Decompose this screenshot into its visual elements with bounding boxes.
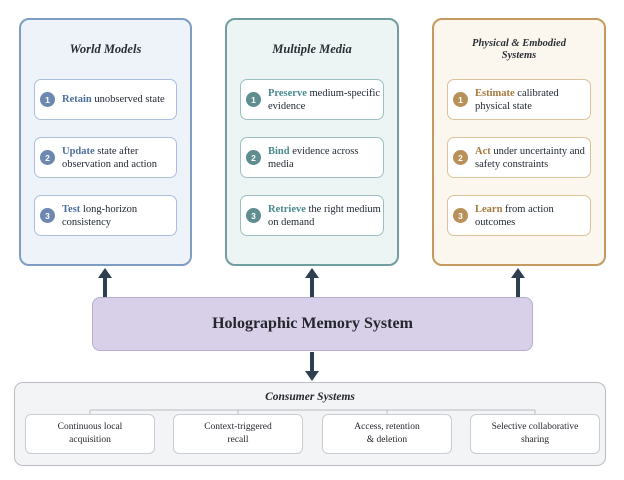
panel-title-line: Systems — [501, 50, 537, 61]
capability-text: Act under uncertainty and safety constra… — [475, 145, 590, 171]
capability-keyword: Retain — [62, 94, 92, 105]
step-number-badge: 1 — [246, 92, 261, 107]
capability-item: 3 Retrieve the right medium on demand — [240, 195, 384, 236]
step-number-badge: 3 — [453, 208, 468, 223]
capability-item: 1 Estimate calibrated physical state — [447, 79, 591, 120]
consumer-line: & deletion — [366, 435, 408, 445]
capability-keyword: Estimate — [475, 87, 515, 99]
consumer-systems-panel: Consumer Systems Continuous local acquisi… — [14, 382, 606, 466]
consumer-line: Context-triggered — [204, 422, 272, 432]
capability-text: Preserve medium-specific evidence — [268, 87, 383, 113]
capability-description: from action outcomes — [475, 203, 554, 228]
consumer-line: recall — [227, 435, 249, 445]
consumer-systems-title: Consumer Systems — [265, 391, 355, 403]
capability-description: calibrated physical state — [475, 87, 559, 112]
panel-world-models: World Models 1 Retain unobserved state 2… — [19, 18, 192, 266]
capability-item: 1 Retain unobserved state — [34, 79, 177, 120]
capability-text: Test long-horizon consistency — [62, 203, 176, 229]
step-number-badge: 1 — [453, 92, 468, 107]
capability-description: the right medium on demand — [268, 203, 381, 228]
memory-system-label: Holographic Memory System — [212, 315, 413, 332]
panel-title-line: Physical & Embodied — [472, 38, 566, 49]
consumer-connector-lines — [89, 409, 536, 414]
arrow-down-icon — [305, 352, 319, 381]
panel-multiple-media: Multiple Media 1 Preserve medium-specifi… — [225, 18, 399, 266]
capability-description: evidence across media — [268, 145, 359, 170]
capability-text: Update state after observation and actio… — [62, 145, 176, 171]
consumer-line: Access, retention — [354, 422, 420, 432]
capability-text: Retrieve the right medium on demand — [268, 203, 383, 229]
capability-item: 2 Act under uncertainty and safety const… — [447, 137, 591, 178]
step-number-badge: 3 — [40, 208, 55, 223]
consumer-line: sharing — [521, 435, 549, 445]
consumer-line: Selective collaborative — [491, 422, 579, 432]
arrow-up-icon — [511, 268, 525, 297]
capability-description: state after observation and action — [62, 145, 158, 170]
step-number-badge: 3 — [246, 208, 261, 223]
consumer-line: acquisition — [69, 435, 111, 445]
step-number-badge: 2 — [40, 150, 55, 165]
panel-physical-embodied-systems: Physical & Embodied Systems 1 Estimate c… — [432, 18, 606, 266]
panel-title: Multiple Media — [272, 42, 352, 56]
consumer-item: Selective collaborative sharing — [470, 414, 600, 454]
capability-description: under uncertainty and safety constraints — [475, 145, 585, 170]
step-number-badge: 1 — [40, 92, 55, 107]
capability-item: 3 Test long-horizon consistency — [34, 195, 177, 236]
step-number-badge: 2 — [246, 150, 261, 165]
capability-text: Bind evidence across media — [268, 145, 383, 171]
capability-description: long-horizon consistency — [62, 203, 138, 228]
capability-keyword: Retrieve — [268, 203, 306, 215]
capability-keyword: Bind — [268, 145, 290, 157]
panel-title: World Models — [69, 42, 142, 56]
capability-item: 2 Bind evidence across media — [240, 137, 384, 178]
capability-keyword: Test — [62, 203, 81, 215]
capability-text: Estimate calibrated physical state — [475, 87, 590, 113]
holographic-memory-system-box: Holographic Memory System — [92, 297, 533, 351]
capability-text: Retain unobserved state — [62, 93, 165, 106]
capability-item: 1 Preserve medium-specific evidence — [240, 79, 384, 120]
consumer-line: Continuous local — [57, 422, 123, 432]
capability-description: medium-specific evidence — [268, 87, 381, 112]
arrow-up-icon — [305, 268, 319, 297]
consumer-item: Continuous local acquisition — [25, 414, 155, 454]
capability-description: unobserved state — [91, 94, 165, 105]
capability-keyword: Preserve — [268, 87, 307, 99]
capability-item: 2 Update state after observation and act… — [34, 137, 177, 178]
capability-item: 3 Learn from action outcomes — [447, 195, 591, 236]
consumer-item: Access, retention & deletion — [322, 414, 452, 454]
capability-keyword: Learn — [475, 203, 503, 215]
capability-keyword: Update — [62, 145, 95, 157]
capability-text: Learn from action outcomes — [475, 203, 590, 229]
panel-title: Physical & Embodied Systems — [434, 38, 604, 62]
capability-keyword: Act — [475, 145, 491, 157]
arrow-up-icon — [98, 268, 112, 297]
consumer-item: Context-triggered recall — [173, 414, 303, 454]
step-number-badge: 2 — [453, 150, 468, 165]
